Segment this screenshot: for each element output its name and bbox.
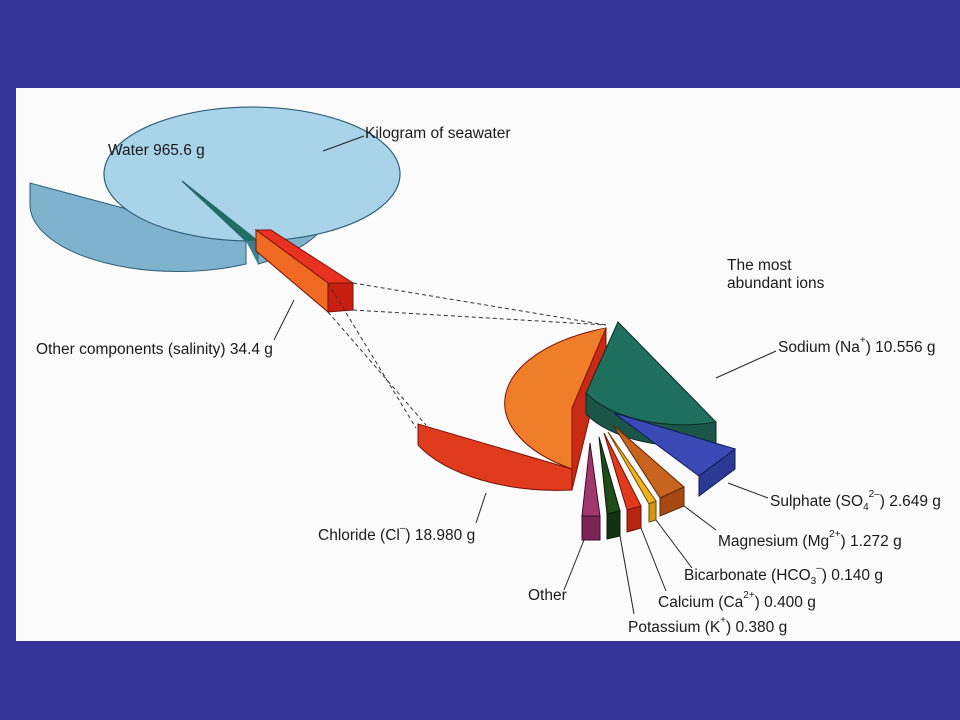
connector-lines xyxy=(327,282,607,429)
ions-title-line-2: abundant ions xyxy=(727,275,825,292)
other-slice-side xyxy=(581,515,601,541)
slide-panel: Water 965.6 g Kilogram of seawater Other… xyxy=(16,88,960,641)
sodium-slice xyxy=(585,321,718,426)
salinity-wedge-side xyxy=(246,241,258,264)
chloride-label-text: Chloride (Cl xyxy=(318,527,400,544)
potassium-label-text: Potassium (K xyxy=(628,619,721,636)
ions-title: The most abundant ions xyxy=(727,257,825,292)
seawater-title: Kilogram of seawater xyxy=(365,125,511,142)
sulphate-label-superscript: 2– xyxy=(869,489,881,500)
water-label: Water 965.6 g xyxy=(108,142,205,159)
calcium-label: Calcium (Ca2+) 0.400 g xyxy=(658,590,816,611)
salinity-label: Other components (salinity) 34.4 g xyxy=(36,341,273,358)
bicarbonate-slice-side xyxy=(648,500,657,523)
seawater-composition-chart: Water 965.6 g Kilogram of seawater Other… xyxy=(29,106,941,636)
seawater-pie xyxy=(29,106,401,314)
chloride-label-superscript: – xyxy=(400,523,406,534)
sodium-label-value: ) 10.556 g xyxy=(866,339,936,356)
sulphate-label-value: ) 2.649 g xyxy=(880,493,941,510)
chloride-slice-body xyxy=(541,328,606,469)
calcium-slice-side xyxy=(626,505,642,533)
other-label-text: Other xyxy=(528,587,567,604)
sulphate-label-text: Sulphate (SO xyxy=(770,493,863,510)
potassium-slice-side xyxy=(606,510,621,540)
sodium-label-text: Sodium (Na xyxy=(778,339,860,356)
sulphate-slice xyxy=(613,412,737,477)
calcium-label-text: Calcium (Ca xyxy=(658,594,744,611)
ions-title-line-1: The most xyxy=(727,257,792,274)
chloride-label-value: ) 18.980 g xyxy=(405,527,475,544)
sodium-label-superscript: + xyxy=(860,335,866,346)
water-slice-side xyxy=(29,182,247,272)
bicarbonate-label-value: ) 0.140 g xyxy=(822,567,883,584)
water-inner-wedge xyxy=(182,181,258,241)
chloride-label: Chloride (Cl–) 18.980 g xyxy=(318,523,475,544)
magnesium-label-value: ) 1.272 g xyxy=(841,533,902,550)
magnesium-label-superscript: 2+ xyxy=(829,529,841,540)
bicarbonate-label-superscript: – xyxy=(816,563,822,574)
chloride-slice-side xyxy=(417,423,573,491)
leader-lines xyxy=(273,135,777,615)
magnesium-label: Magnesium (Mg2+) 1.272 g xyxy=(718,529,902,550)
water-slice xyxy=(103,106,401,242)
sodium-label: Sodium (Na+) 10.556 g xyxy=(778,335,936,356)
other-label: Other xyxy=(528,587,567,604)
bicarbonate-label-text: Bicarbonate (HCO xyxy=(684,567,811,584)
potassium-label-superscript: + xyxy=(720,615,726,626)
sulphate-label-subscript: 4 xyxy=(863,502,869,513)
salinity-slice-end xyxy=(327,282,354,313)
calcium-label-superscript: 2+ xyxy=(743,590,755,601)
other-slice xyxy=(581,442,601,517)
sulphate-label: Sulphate (SO42–) 2.649 g xyxy=(770,489,941,513)
calcium-label-value: ) 0.400 g xyxy=(755,594,816,611)
bicarbonate-label-subscript: 3 xyxy=(811,576,817,587)
ions-pie xyxy=(417,321,737,541)
magnesium-label-text: Magnesium (Mg xyxy=(718,533,829,550)
bicarbonate-label: Bicarbonate (HCO3 –) 0.140 g xyxy=(684,563,883,587)
potassium-label: Potassium (K+) 0.380 g xyxy=(628,615,787,636)
potassium-label-value: ) 0.380 g xyxy=(726,619,787,636)
